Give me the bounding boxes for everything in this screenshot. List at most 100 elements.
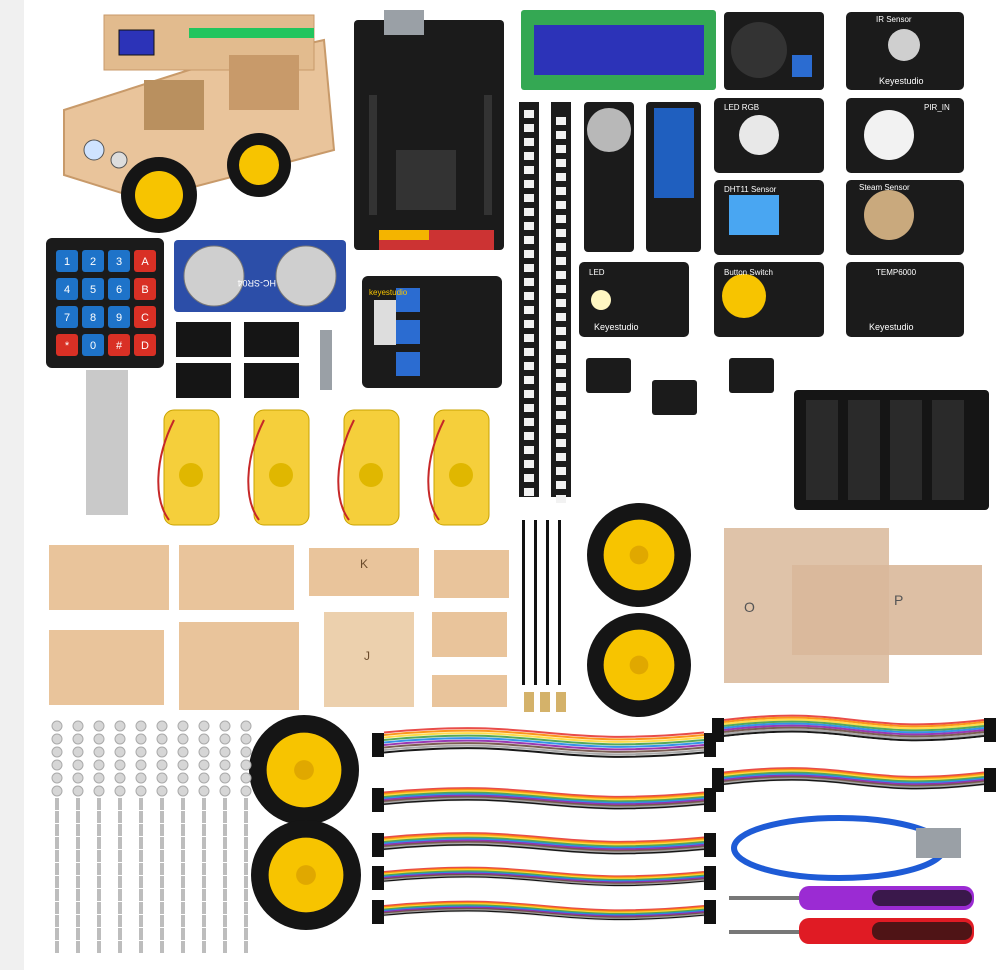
screw [139, 902, 143, 914]
wire-connector [372, 866, 384, 890]
jumper-wire [723, 728, 985, 740]
screw [139, 798, 143, 810]
jumper-wire [383, 790, 705, 801]
screw [97, 824, 101, 836]
jumper-wire [383, 844, 705, 855]
screws-and-nuts [51, 720, 252, 953]
motor-brackets [176, 322, 332, 398]
screw [76, 837, 80, 849]
screw [76, 798, 80, 810]
jumper-wire [723, 779, 985, 790]
screw [223, 928, 227, 940]
screw [76, 811, 80, 823]
nut [135, 720, 147, 732]
motor-wire [157, 419, 175, 521]
nut [93, 733, 105, 745]
nut [51, 759, 63, 771]
nut [114, 720, 126, 732]
screw [223, 824, 227, 836]
jumper-wire [383, 909, 705, 920]
screw [139, 928, 143, 940]
motor-wire [247, 419, 265, 521]
nut [156, 772, 168, 784]
screw [97, 837, 101, 849]
led-chip [524, 278, 534, 286]
screw [97, 889, 101, 901]
keypad-key [134, 334, 156, 356]
jumper-wire [383, 904, 705, 915]
screw [181, 837, 185, 849]
assembled-robot-car [63, 14, 336, 233]
screw [223, 811, 227, 823]
screw [55, 798, 59, 810]
screw [181, 863, 185, 875]
led-chip [524, 488, 534, 496]
nut [219, 785, 231, 797]
servos [586, 358, 774, 415]
led-chip [556, 383, 566, 391]
screwdrivers [729, 886, 974, 944]
screw [244, 889, 248, 901]
wheels [249, 503, 691, 930]
jumper-wire [383, 800, 705, 812]
led-chip [524, 418, 534, 426]
wire-connector [372, 788, 384, 812]
screw [160, 941, 164, 953]
nut [198, 720, 210, 732]
led-chip [556, 411, 566, 419]
screw [118, 902, 122, 914]
led-chip [524, 166, 534, 174]
nut [198, 759, 210, 771]
acrylic-label-p: P [894, 592, 903, 608]
screw [76, 876, 80, 888]
nut [198, 733, 210, 745]
keypad-ribbon [86, 370, 128, 515]
led-chip [556, 355, 566, 363]
led-chip [524, 236, 534, 244]
keypad-key-label: 9 [116, 312, 122, 324]
screw [139, 863, 143, 875]
module-label-steam: Steam Sensor [859, 183, 910, 192]
nut [72, 720, 84, 732]
keypad-key-label: 8 [90, 312, 96, 324]
jumper-wire [383, 910, 705, 921]
nut [219, 733, 231, 745]
screw [181, 889, 185, 901]
usb-cable [731, 815, 961, 881]
screw [160, 902, 164, 914]
led-chip [524, 432, 534, 440]
keypad-key [56, 334, 78, 356]
led-chip [556, 453, 566, 461]
screw [181, 941, 185, 953]
screw [160, 824, 164, 836]
jumper-wire [383, 901, 705, 913]
screw [118, 941, 122, 953]
jumper-wire [383, 875, 705, 886]
screw [97, 863, 101, 875]
screw [160, 863, 164, 875]
screw [202, 863, 206, 875]
screw [244, 837, 248, 849]
keypad-key-label: # [116, 340, 123, 352]
led-chip [524, 474, 534, 482]
screw [223, 902, 227, 914]
jumper-wire [383, 791, 705, 803]
screw [97, 902, 101, 914]
nut [51, 720, 63, 732]
keypad-key [82, 306, 104, 328]
keypad-key [108, 306, 130, 328]
screw [244, 902, 248, 914]
nut [240, 746, 252, 758]
screw [160, 811, 164, 823]
led-chip [556, 117, 566, 125]
screw [118, 863, 122, 875]
nut [156, 720, 168, 732]
screw [55, 928, 59, 940]
screw [55, 915, 59, 927]
jumper-wire [383, 900, 705, 912]
jumper-wire [383, 876, 705, 887]
wire-connector [704, 833, 716, 857]
jumper-wire [723, 726, 985, 738]
screw [55, 837, 59, 849]
jumper-wire [383, 871, 705, 883]
